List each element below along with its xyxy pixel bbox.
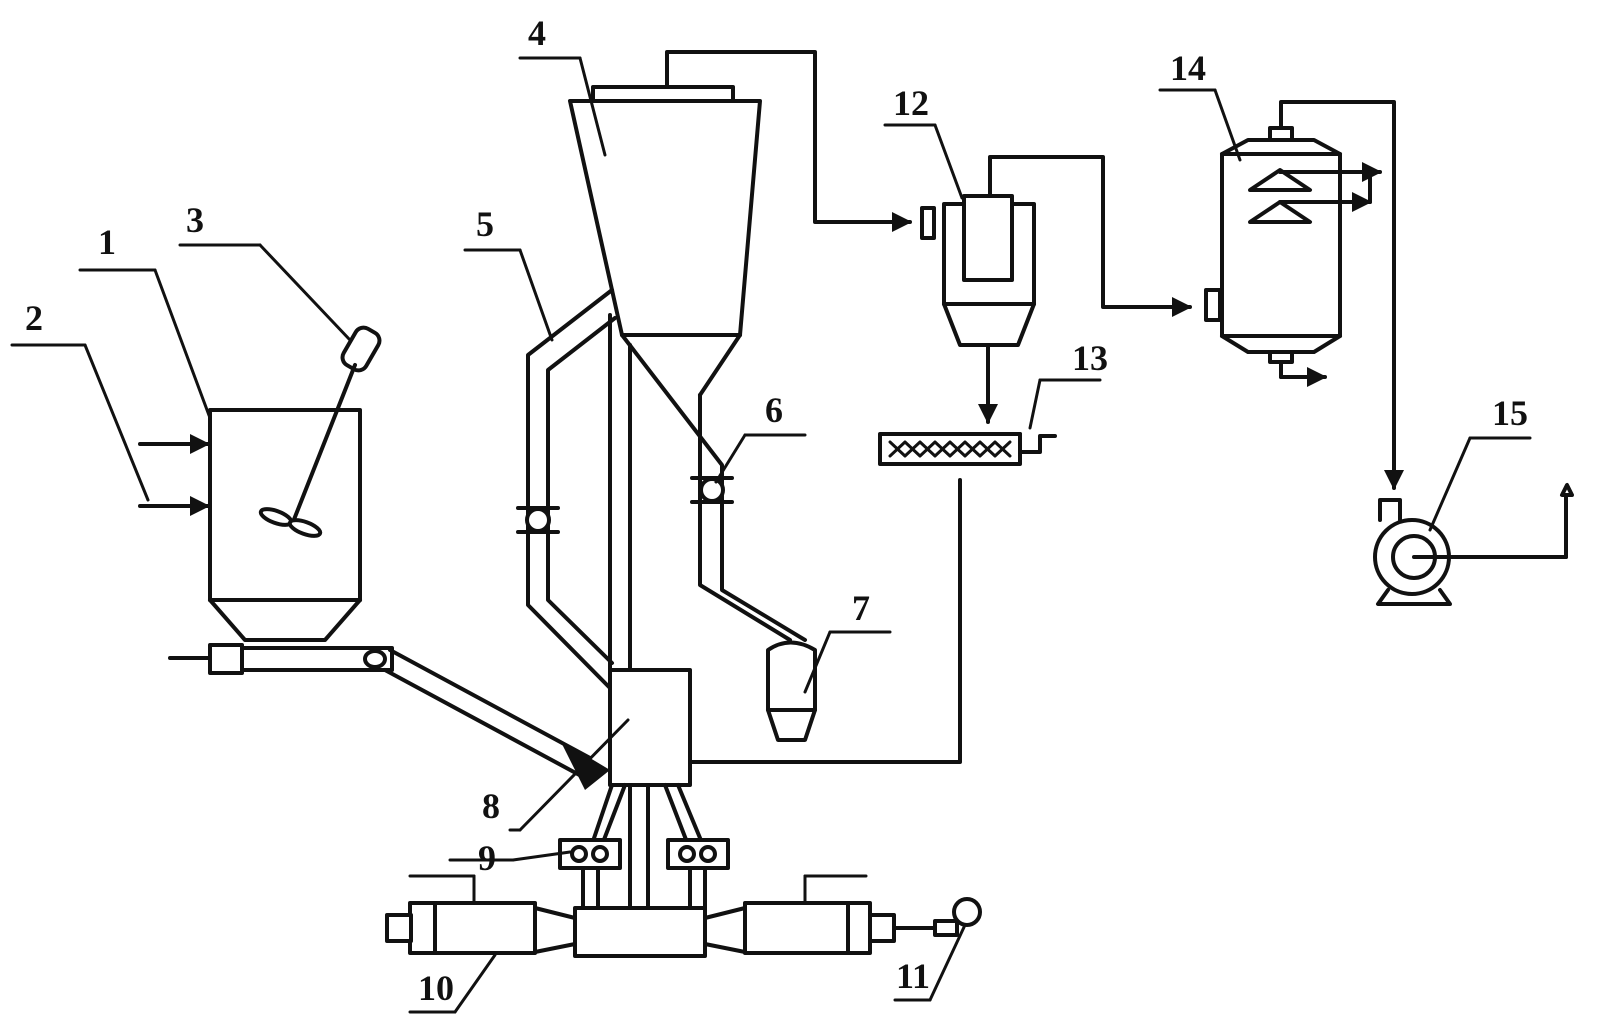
label-8: 8 (482, 786, 500, 826)
scrubber-outlet-pipe (1279, 100, 1404, 490)
blower (892, 897, 982, 937)
mixing-tank (208, 408, 362, 642)
cyclone-separator (920, 194, 1036, 424)
burner-assembly (385, 783, 896, 958)
label-5: 5 (476, 204, 494, 244)
label-2: 2 (25, 298, 43, 338)
label-13: 13 (1072, 338, 1108, 378)
label-6: 6 (765, 390, 783, 430)
label-15: 15 (1492, 393, 1528, 433)
label-12: 12 (893, 83, 929, 123)
product-collector (766, 640, 817, 742)
leader-lines (10, 56, 1532, 1014)
label-7: 7 (852, 588, 870, 628)
screw-feeder (168, 643, 610, 790)
return-loop (516, 288, 617, 690)
return-line (688, 478, 962, 764)
discharge-leg (690, 393, 807, 642)
tower-outlet-pipe (665, 50, 912, 232)
scrubber-column (1204, 126, 1382, 387)
feed-inlet-arrows (138, 434, 210, 516)
label-10: 10 (418, 968, 454, 1008)
label-3: 3 (186, 200, 204, 240)
agitator (258, 325, 382, 538)
drying-tower (568, 85, 762, 502)
label-9: 9 (478, 838, 496, 878)
induced-draft-fan (1373, 483, 1574, 606)
label-14: 14 (1170, 48, 1206, 88)
label-1: 1 (98, 222, 116, 262)
screw-conveyor (878, 432, 1057, 466)
label-4: 4 (528, 13, 546, 53)
cyclone-gas-pipe (988, 155, 1192, 317)
riser-pipes (608, 313, 632, 672)
label-11: 11 (896, 956, 930, 996)
